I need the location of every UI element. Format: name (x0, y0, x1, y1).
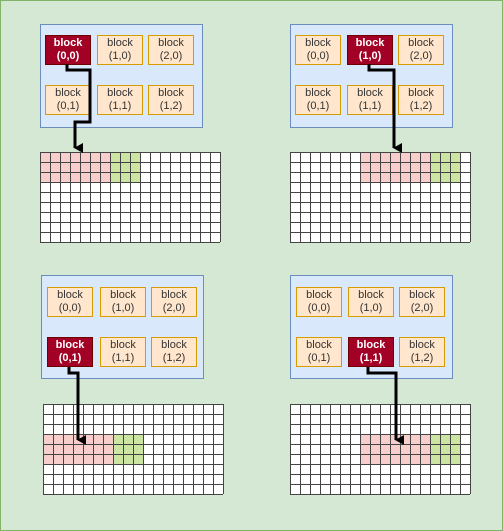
block-1-1: block(1,1) (100, 337, 146, 367)
block-label: block (55, 87, 81, 99)
block-coord: (1,2) (410, 352, 434, 364)
block-label: block (161, 339, 187, 351)
block-coord: (0,1) (58, 352, 82, 364)
block-label: block (55, 339, 85, 351)
block-coord: (0,0) (56, 50, 80, 62)
block-coord: (1,0) (358, 50, 382, 62)
block-label: block (107, 87, 133, 99)
block-coord: (2,0) (159, 50, 183, 62)
block-label: block (110, 289, 136, 301)
block-coord: (1,0) (108, 50, 132, 62)
block-1-2: block(1,2) (398, 85, 444, 115)
block-1-2: block(1,2) (399, 337, 445, 367)
block-label: block (355, 37, 385, 49)
block-label: block (305, 37, 331, 49)
block-label: block (408, 87, 434, 99)
block-1-1: block(1,1) (348, 337, 394, 367)
block-coord: (2,0) (410, 302, 434, 314)
block-coord: (0,0) (58, 302, 82, 314)
block-coord: (1,2) (409, 100, 433, 112)
block-label: block (409, 289, 435, 301)
block-2-0: block(2,0) (148, 35, 194, 65)
block-0-0: block(0,0) (45, 35, 91, 65)
block-coord: (1,2) (162, 352, 186, 364)
block-1-2: block(1,2) (148, 85, 194, 115)
block-coord: (0,1) (56, 100, 80, 112)
block-label: block (158, 87, 184, 99)
block-panel-4: block(0,0) block(1,0) block(2,0) block(0… (290, 275, 453, 379)
block-0-1: block(0,1) (45, 85, 91, 115)
block-label: block (358, 289, 384, 301)
block-2-0: block(2,0) (399, 287, 445, 317)
block-coord: (1,2) (159, 100, 183, 112)
block-0-1: block(0,1) (295, 85, 341, 115)
block-coord: (1,1) (359, 352, 383, 364)
block-label: block (305, 87, 331, 99)
block-label: block (306, 289, 332, 301)
block-panel-3: block(0,0) block(1,0) block(2,0) block(0… (41, 275, 204, 379)
block-coord: (1,1) (108, 100, 132, 112)
block-1-1: block(1,1) (97, 85, 143, 115)
block-coord: (2,0) (162, 302, 186, 314)
block-0-0: block(0,0) (47, 287, 93, 317)
block-0-0: block(0,0) (296, 287, 342, 317)
block-2-0: block(2,0) (151, 287, 197, 317)
block-1-0: block(1,0) (100, 287, 146, 317)
block-panel-2: block(0,0) block(1,0) block(2,0) block(0… (290, 24, 453, 128)
block-label: block (53, 37, 83, 49)
block-1-0: block(1,0) (97, 35, 143, 65)
block-coord: (0,0) (307, 302, 331, 314)
block-label: block (57, 289, 83, 301)
block-label: block (356, 339, 386, 351)
block-1-2: block(1,2) (151, 337, 197, 367)
block-coord: (0,0) (306, 50, 330, 62)
block-coord: (0,1) (306, 100, 330, 112)
block-coord: (1,1) (358, 100, 382, 112)
block-coord: (1,1) (111, 352, 135, 364)
block-label: block (161, 289, 187, 301)
block-label: block (408, 37, 434, 49)
block-0-1: block(0,1) (296, 337, 342, 367)
block-coord: (0,1) (307, 352, 331, 364)
block-label: block (306, 339, 332, 351)
block-label: block (110, 339, 136, 351)
block-1-0: block(1,0) (347, 35, 393, 65)
block-coord: (2,0) (409, 50, 433, 62)
block-2-0: block(2,0) (398, 35, 444, 65)
block-label: block (357, 87, 383, 99)
block-label: block (107, 37, 133, 49)
block-label: block (158, 37, 184, 49)
block-0-1: block(0,1) (47, 337, 93, 367)
block-label: block (409, 339, 435, 351)
block-coord: (1,0) (359, 302, 383, 314)
block-1-1: block(1,1) (347, 85, 393, 115)
block-coord: (1,0) (111, 302, 135, 314)
block-0-0: block(0,0) (295, 35, 341, 65)
block-1-0: block(1,0) (348, 287, 394, 317)
block-panel-1: block(0,0) block(1,0) block(2,0) block(0… (40, 24, 203, 128)
